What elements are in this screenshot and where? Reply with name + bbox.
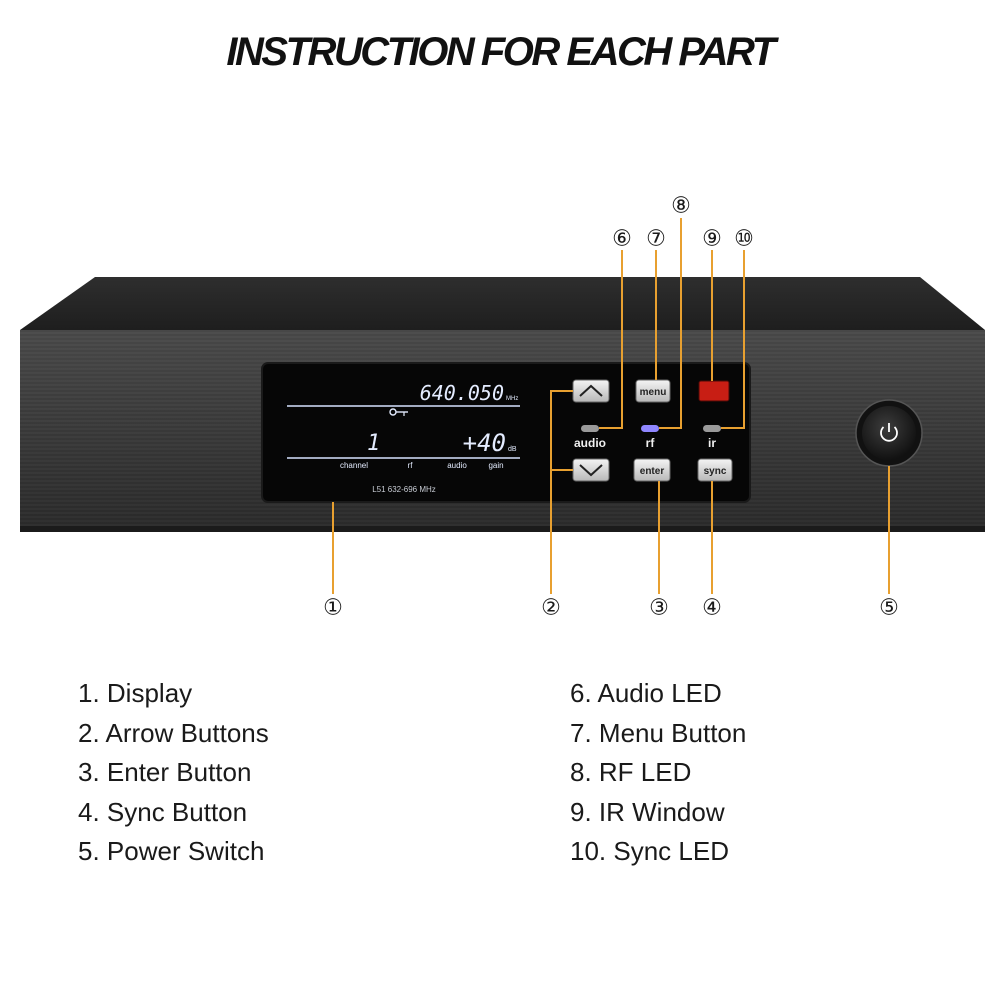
menu-button-label: menu [640, 387, 667, 398]
ir-window [698, 380, 730, 402]
callout-1: ① [323, 596, 343, 621]
sync-button-label: sync [704, 466, 727, 477]
legend-right: 6. Audio LED 7. Menu Button 8. RF LED 9.… [570, 674, 746, 872]
key-lock-icon [389, 408, 408, 416]
arrow-down-button[interactable] [572, 458, 610, 482]
callout-line-6 [599, 250, 623, 429]
device-top-face [20, 277, 985, 330]
callout-9: ⑨ [702, 227, 722, 252]
chevron-up-icon [579, 384, 603, 397]
power-switch[interactable] [855, 399, 923, 467]
callout-line-10 [721, 250, 745, 429]
rf-led-label: rf [646, 436, 656, 450]
callout-8: ⑧ [671, 194, 691, 219]
callout-line-8 [659, 218, 682, 429]
legend-item-rf-led: 8. RF LED [570, 757, 692, 787]
display-label-channel: channel [340, 461, 368, 470]
legend-item-sync-led: 10. Sync LED [570, 836, 729, 866]
arrow-up-button[interactable] [572, 379, 610, 403]
menu-button[interactable]: menu [635, 379, 671, 403]
sync-button[interactable]: sync [697, 458, 733, 482]
audio-led [581, 425, 599, 432]
audio-led-label: audio [574, 436, 606, 450]
callout-numbers: ① ② ③ ④ ⑤ ⑥ ⑦ ⑧ ⑨ ⑩ [323, 194, 899, 621]
callout-2: ② [541, 596, 561, 621]
callout-3: ③ [649, 596, 669, 621]
legend-item-sync-button: 4. Sync Button [78, 796, 248, 827]
legend-item-menu-button: 7. Menu Button [570, 717, 747, 748]
callout-line-2 [550, 390, 573, 594]
power-icon [880, 423, 898, 442]
page-title: INSTRUCTION FOR EACH PART [226, 30, 776, 74]
legend-item-ir-window: 9. IR Window [570, 796, 725, 827]
callout-4: ④ [702, 596, 722, 621]
legend-left: 1. Display 2. Arrow Buttons 3. Enter But… [78, 674, 269, 872]
callout-6: ⑥ [612, 227, 632, 252]
display-gain-value: +40 [463, 429, 506, 457]
display-panel [261, 362, 751, 503]
display-label-rf: rf [408, 461, 414, 470]
display-label-gain: gain [488, 461, 503, 470]
legend-item-display: 1. Display [78, 678, 193, 708]
callout-lines [332, 218, 890, 594]
enter-button-label: enter [640, 466, 665, 477]
legend-item-arrow-buttons: 2. Arrow Buttons [78, 717, 269, 748]
callout-10: ⑩ [734, 227, 754, 252]
callout-5: ⑤ [879, 596, 899, 621]
sync-led [703, 425, 721, 432]
display-frequency: 640.050 [420, 381, 504, 405]
display-channel-value: 1 [367, 431, 380, 456]
legend-item-audio-led: 6. Audio LED [570, 678, 722, 708]
device-bottom-edge [20, 526, 985, 532]
display-label-audio: audio [447, 461, 467, 470]
ir-led-label: ir [708, 436, 716, 450]
legend-item-power-switch: 5. Power Switch [78, 836, 265, 866]
display-frequency-unit: MHz [506, 396, 518, 402]
enter-button[interactable]: enter [633, 458, 671, 482]
chevron-down-icon [579, 464, 603, 477]
display-gain-unit: dB [508, 446, 517, 453]
rf-led [641, 425, 659, 432]
legend-item-enter-button: 3. Enter Button [78, 757, 252, 787]
display-band-label: L51 632-696 MHz [372, 485, 436, 494]
callout-7: ⑦ [646, 227, 666, 252]
